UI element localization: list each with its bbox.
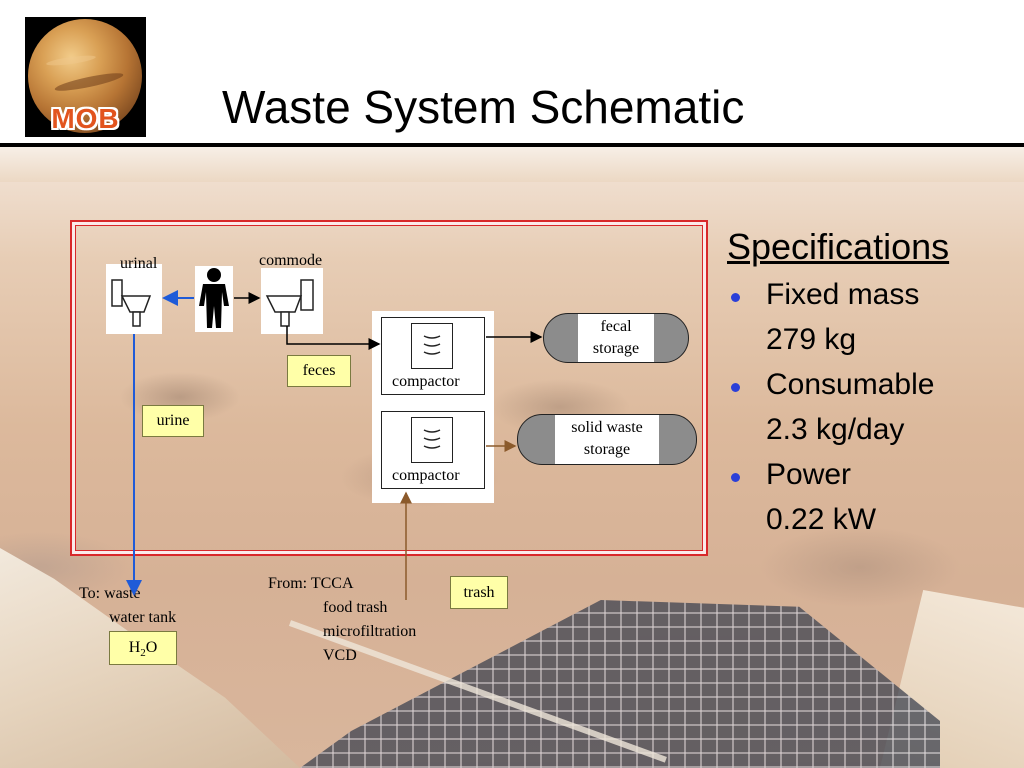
- slide-header: MOB Waste System Schematic: [0, 0, 1024, 147]
- from-line4: VCD: [323, 647, 357, 664]
- spec-fixed-mass-label: Fixed mass: [766, 278, 920, 311]
- feces-label: feces: [287, 355, 351, 387]
- fecal-storage-line1: fecal: [600, 318, 632, 335]
- person-icon: [195, 266, 233, 332]
- trash-label: trash: [450, 576, 508, 609]
- solid-waste-line2: storage: [583, 441, 631, 458]
- to-waste-line2: water tank: [109, 609, 177, 626]
- solid-waste-storage-tank: solid waste storage: [517, 414, 697, 465]
- compactor-bottom-label: compactor: [392, 467, 460, 484]
- mars-sky: [0, 147, 1024, 182]
- solid-waste-line1: solid waste: [571, 419, 643, 436]
- urinal-icon: [106, 264, 162, 334]
- h2o-h: H: [128, 639, 141, 656]
- h2o-sub: 2: [140, 647, 146, 660]
- compactor-top-label: compactor: [392, 373, 460, 390]
- spec-consumable-label: Consumable: [766, 368, 935, 401]
- specifications-title: Specifications: [727, 226, 950, 267]
- fecal-storage-tank: fecal storage: [543, 313, 689, 363]
- urine-label: urine: [142, 405, 204, 437]
- fecal-storage-line2: storage: [592, 340, 640, 357]
- diagram-frame: [70, 220, 708, 556]
- bullet-icon: [731, 293, 740, 302]
- commode-label: commode: [259, 252, 323, 269]
- h2o-label: H2O: [109, 631, 177, 665]
- from-line2: food trash: [323, 599, 388, 616]
- to-waste-line1: To: waste: [79, 585, 141, 602]
- mars-planet-image: [28, 19, 142, 133]
- header-divider: [0, 143, 1024, 147]
- slide-title: Waste System Schematic: [222, 81, 745, 133]
- h2o-o: O: [145, 639, 158, 656]
- from-line1: From: TCCA: [268, 575, 354, 592]
- commode-to-compactor-arrow: [286, 326, 381, 350]
- bullet-icon: [731, 473, 740, 482]
- spec-fixed-mass-value: 279 kg: [766, 323, 857, 356]
- spec-power-value: 0.22 kW: [766, 503, 877, 536]
- compactor-icon: [411, 323, 453, 369]
- from-line3: microfiltration: [323, 623, 417, 640]
- bullet-icon: [731, 383, 740, 392]
- logo-text: MOB: [51, 103, 120, 134]
- compactor-icon: [411, 417, 453, 463]
- commode-icon: [261, 268, 323, 334]
- spec-consumable-value: 2.3 kg/day: [766, 413, 905, 446]
- urinal-label: urinal: [120, 255, 158, 272]
- mob-logo: MOB: [25, 17, 146, 137]
- spec-power-label: Power: [766, 458, 852, 491]
